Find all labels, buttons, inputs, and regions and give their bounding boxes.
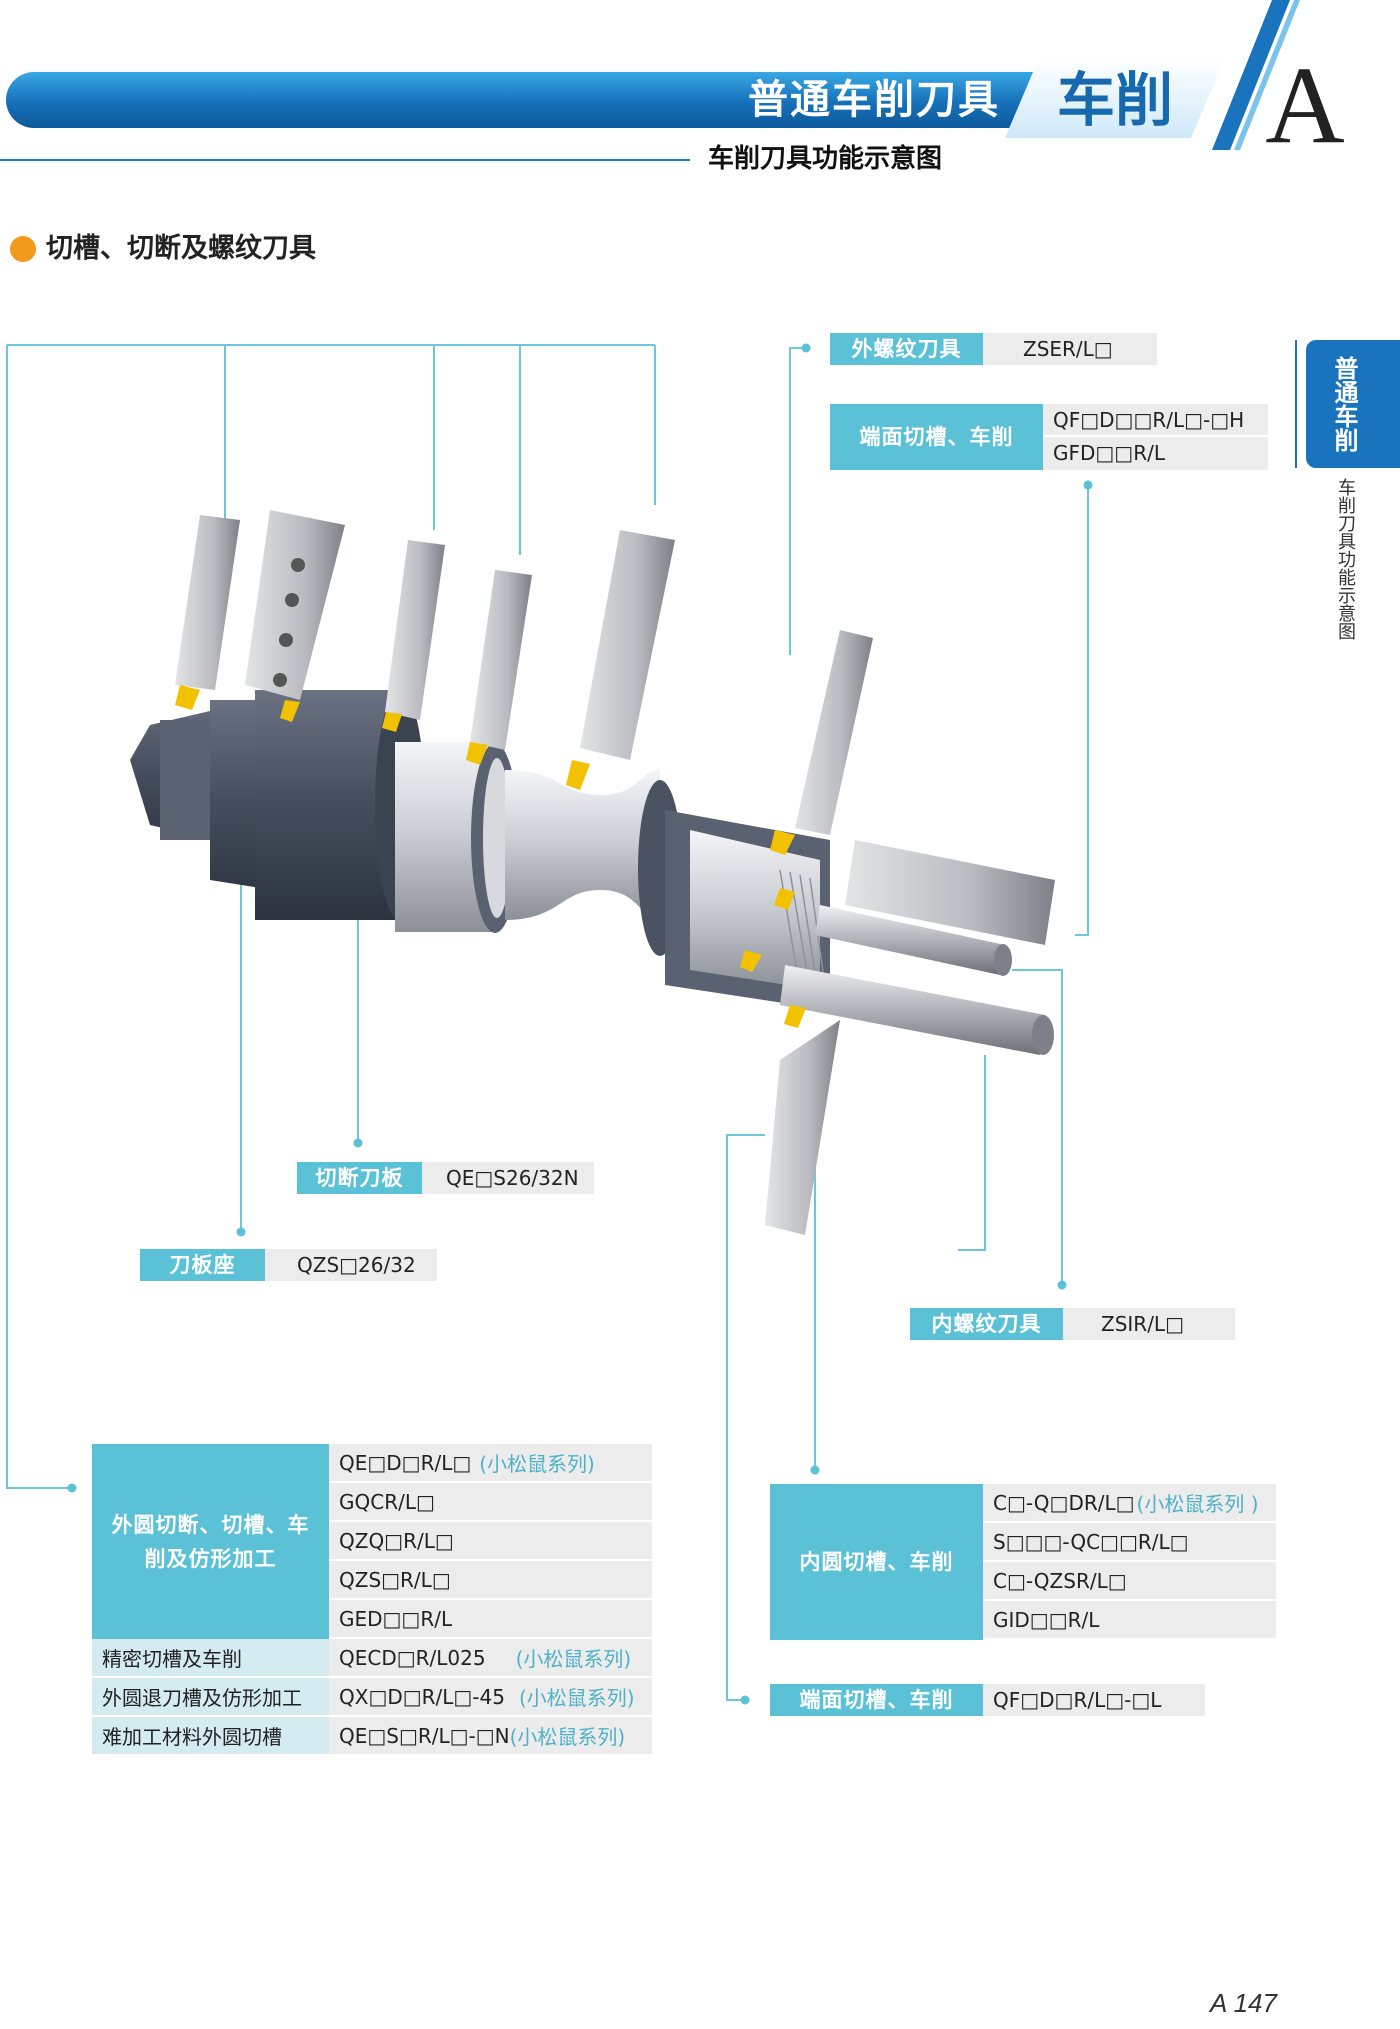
left-table-row-code: QX□D□R/L□-45(小松鼠系列) xyxy=(329,1678,652,1717)
face-groove-top-code-2: GFD□□R/L xyxy=(1043,437,1268,470)
int-thread-label: 内螺纹刀具 xyxy=(910,1308,1063,1340)
cutoff-blade-code: QE□S26/32N xyxy=(422,1162,594,1194)
section-bullet-icon xyxy=(10,236,36,262)
left-table-head-row: QZQ□R/L□ xyxy=(329,1522,652,1561)
left-table-row-label: 外圆退刀槽及仿形加工 xyxy=(92,1678,329,1717)
side-tab-subtitle: 车削刀具功能示意图 xyxy=(1335,478,1356,640)
blade-seat-code: QZS□26/32 xyxy=(265,1249,437,1281)
right-table-row: S□□□-QC□□R/L□ xyxy=(983,1523,1276,1562)
face-groove-bottom-code: QF□D□R/L□-□L xyxy=(983,1684,1205,1716)
face-groove-bottom-label: 端面切槽、车削 xyxy=(770,1684,983,1716)
blade-seat-label: 刀板座 xyxy=(140,1249,265,1281)
left-table-head-row: GED□□R/L xyxy=(329,1600,652,1639)
right-table-row: C□-QZSR/L□ xyxy=(983,1562,1276,1601)
left-table-head: 外圆切断、切槽、车削及仿形加工 xyxy=(92,1444,329,1639)
header-category-tab xyxy=(1005,58,1225,138)
face-groove-top-label: 端面切槽、车削 xyxy=(830,404,1043,470)
side-tab-divider xyxy=(1295,340,1297,468)
left-table-head-row: QZS□R/L□ xyxy=(329,1561,652,1600)
right-spec-table: 内圆切槽、车削 C□-Q□DR/L□(小松鼠系列 ) S□□□-QC□□R/L□… xyxy=(770,1484,1276,1640)
right-table-head: 内圆切槽、车削 xyxy=(770,1484,983,1640)
side-tab[interactable] xyxy=(1306,340,1400,468)
header-title: 普通车削刀具 xyxy=(748,77,1000,123)
left-table-head-row: QE□D□R/L□(小松鼠系列) xyxy=(329,1444,652,1483)
ext-thread-label: 外螺纹刀具 xyxy=(830,333,983,365)
cutoff-blade-label: 切断刀板 xyxy=(297,1162,422,1194)
header-bar xyxy=(6,72,1036,128)
left-table-row-label: 精密切槽及车削 xyxy=(92,1639,329,1678)
left-table-row-code: QE□S□R/L□-□N(小松鼠系列) xyxy=(329,1717,652,1756)
left-table-row-code: QECD□R/L025(小松鼠系列) xyxy=(329,1639,652,1678)
left-table-row-label: 难加工材料外圆切槽 xyxy=(92,1717,329,1756)
right-table-row: C□-Q□DR/L□(小松鼠系列 ) xyxy=(983,1484,1276,1523)
header-rule xyxy=(0,159,950,161)
ext-thread-code: ZSER/L□ xyxy=(983,333,1157,365)
right-table-row: GID□□R/L xyxy=(983,1601,1276,1640)
left-table-head-row: GQCR/L□ xyxy=(329,1483,652,1522)
header-slash-decoration xyxy=(1212,0,1300,150)
section-title: 切槽、切断及螺纹刀具 xyxy=(46,233,316,264)
page-number: A 147 xyxy=(1210,1988,1277,2018)
int-thread-code: ZSIR/L□ xyxy=(1063,1308,1235,1340)
header-subtitle: 车削刀具功能示意图 xyxy=(690,142,960,176)
face-groove-top-code-1: QF□D□□R/L□-□H xyxy=(1043,404,1268,437)
side-tab-label: 普通车削 xyxy=(1330,356,1358,452)
header-category: 车削 xyxy=(1056,66,1173,134)
header-letter: A xyxy=(1265,44,1345,166)
left-spec-table: 外圆切断、切槽、车削及仿形加工 QE□D□R/L□(小松鼠系列) GQCR/L□… xyxy=(92,1444,652,1756)
